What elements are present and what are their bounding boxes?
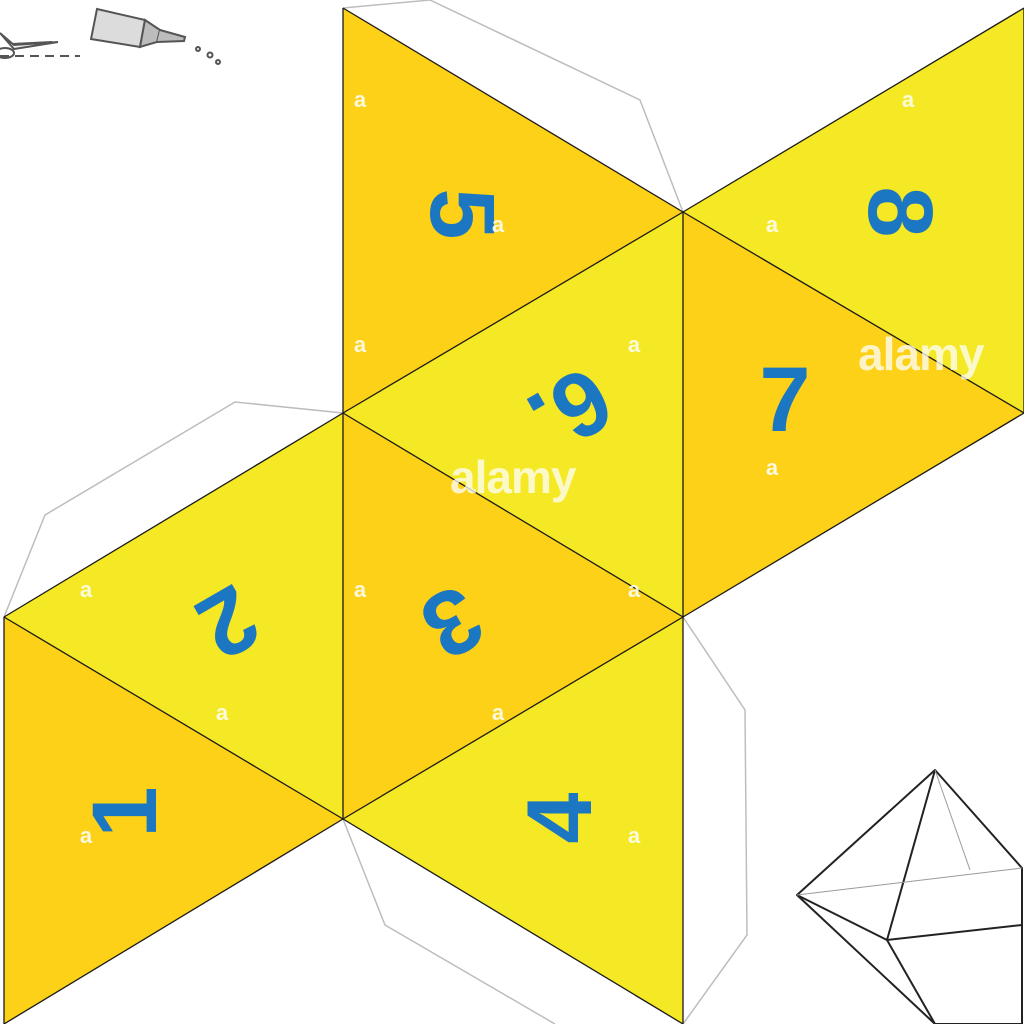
watermark-a-5: a bbox=[354, 577, 367, 602]
glue-tab-bottom bbox=[342, 818, 556, 1025]
glue-tabs bbox=[3, 0, 748, 1025]
fold-lines bbox=[3, 7, 1024, 1025]
watermark-a-7: a bbox=[492, 700, 505, 725]
face-7-number: 7 bbox=[759, 349, 810, 451]
watermark-a-10: a bbox=[80, 823, 93, 848]
watermark-a-9: a bbox=[80, 577, 93, 602]
watermark-alamy-1: alamy bbox=[450, 451, 577, 503]
glue-tab-top bbox=[342, 0, 684, 213]
watermark-alamy-2: alamy bbox=[858, 328, 985, 380]
octahedron-icon bbox=[796, 769, 1023, 1025]
glue-tab-left bbox=[3, 401, 344, 618]
face-5 bbox=[343, 8, 683, 413]
face-5-number: 5 bbox=[411, 188, 513, 239]
glue-tube-icon bbox=[89, 7, 221, 65]
watermark-a-12: a bbox=[766, 212, 779, 237]
watermark-a-14: a bbox=[766, 455, 779, 480]
watermark-a-3: a bbox=[354, 332, 367, 357]
watermark-a-11: a bbox=[628, 823, 641, 848]
watermark-a-13: a bbox=[902, 87, 915, 112]
face-1-number: 1 bbox=[74, 786, 176, 837]
face-3 bbox=[343, 413, 683, 819]
watermark-marks: a a a a a a a a a a a a a a bbox=[80, 87, 915, 848]
watermark-a-8: a bbox=[216, 700, 229, 725]
face-8 bbox=[683, 8, 1024, 413]
watermark-a-1: a bbox=[354, 87, 367, 112]
face-1 bbox=[4, 617, 343, 1024]
watermark-a-4: a bbox=[628, 332, 641, 357]
face-6 bbox=[343, 212, 683, 617]
glue-tab-right bbox=[682, 616, 748, 1025]
face-4 bbox=[343, 617, 683, 1024]
scissors-icon bbox=[0, 32, 80, 59]
face-7 bbox=[683, 212, 1024, 617]
watermark-a-6: a bbox=[628, 577, 641, 602]
face-4-number: 4 bbox=[509, 792, 611, 843]
face-2 bbox=[4, 413, 343, 819]
face-8-number: 8 bbox=[849, 186, 951, 237]
watermark-a-2: a bbox=[492, 212, 505, 237]
